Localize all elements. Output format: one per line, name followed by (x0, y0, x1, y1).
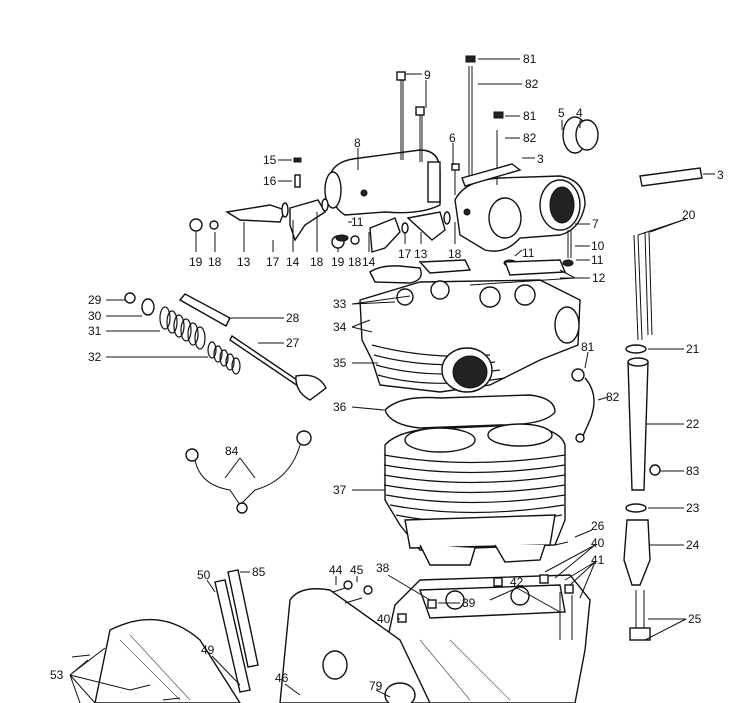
rocker-gaskets (369, 259, 567, 284)
part-label: 84 (225, 444, 239, 458)
part-label: 33 (333, 297, 347, 311)
part-label: 85 (252, 565, 266, 579)
part-label: 17 (398, 247, 412, 261)
part-label: 36 (333, 400, 347, 414)
part-label: 40 (591, 536, 605, 550)
part-label: 46 (275, 671, 289, 685)
part-label: 31 (88, 324, 102, 338)
part-label: 29 (88, 293, 102, 307)
part-label: 17 (266, 255, 280, 269)
part-label: 25 (688, 612, 702, 626)
part-label: 24 (686, 538, 700, 552)
part-label: 44 (329, 563, 343, 577)
part-label: 81 (581, 340, 595, 354)
part-label: 18 (208, 255, 222, 269)
part-label: 45 (350, 563, 364, 577)
part-label: 19 (189, 255, 203, 269)
part-number-labels: 81 82 81 82 3 5 4 3 9 9 8 6 15 16 7 10 1… (50, 52, 724, 693)
part-label: 18 (448, 247, 462, 261)
part-label: 21 (686, 342, 700, 356)
part-label: 11 (351, 215, 364, 229)
part-label: 30 (88, 309, 102, 323)
part-label: 16 (263, 174, 277, 188)
part-label: 82 (606, 390, 620, 404)
part-label: 26 (591, 519, 605, 533)
head-gasket (384, 394, 556, 429)
part-label: 37 (333, 483, 347, 497)
part-label: 42 (510, 575, 524, 589)
part-label: 32 (88, 350, 102, 364)
part-label: 53 (50, 668, 64, 682)
valve-springs (124, 292, 327, 401)
part-label: 49 (201, 643, 215, 657)
part-label: 41 (591, 553, 605, 567)
part-label: 8 (354, 136, 361, 150)
part-label: 13 (414, 247, 428, 261)
part-label: 15 (263, 153, 277, 167)
part-label: 3 (537, 152, 544, 166)
part-label: 28 (286, 311, 300, 325)
part-label: 11 (591, 253, 604, 267)
head-bolts (396, 55, 703, 195)
part-label: 14 (286, 255, 300, 269)
part-label: 81 (523, 109, 537, 123)
part-label: 4 (576, 106, 583, 120)
part-label: 18 (348, 255, 362, 269)
part-label: 12 (592, 271, 606, 285)
part-label: 18 (310, 255, 324, 269)
part-label: 6 (449, 131, 456, 145)
part-label: 19 (331, 255, 345, 269)
rocker-box-right (454, 175, 586, 252)
part-label: 35 (333, 356, 347, 370)
part-label: 9 (424, 68, 431, 82)
rockers (189, 157, 574, 267)
part-label: 82 (523, 131, 537, 145)
part-label: 10 (591, 239, 605, 253)
part-label: 11 (522, 246, 535, 260)
oil-pipes (185, 368, 595, 514)
part-label: 81 (523, 52, 537, 66)
part-label: 79 (369, 679, 383, 693)
part-label: 5 (558, 106, 565, 120)
cylinder-head (359, 279, 581, 393)
part-label: 40 (377, 612, 391, 626)
part-label: 20 (682, 208, 696, 222)
part-label: 14 (362, 255, 376, 269)
crankcase (71, 541, 591, 703)
pushrod-assembly (623, 231, 661, 641)
part-label: 3 (717, 168, 724, 182)
part-label: 83 (686, 464, 700, 478)
part-label: 50 (197, 568, 211, 582)
part-label: 39 (462, 596, 476, 610)
part-label: 34 (333, 320, 347, 334)
leader-lines (69, 58, 715, 703)
part-label: 7 (592, 217, 599, 231)
part-label: 23 (686, 501, 700, 515)
rocker-box-left (324, 149, 441, 216)
cylinder-block (383, 423, 566, 566)
part-label: 38 (376, 561, 390, 575)
part-label: 13 (237, 255, 251, 269)
part-label: 82 (525, 77, 539, 91)
part-label: 22 (686, 417, 700, 431)
part-label: 27 (286, 336, 300, 350)
